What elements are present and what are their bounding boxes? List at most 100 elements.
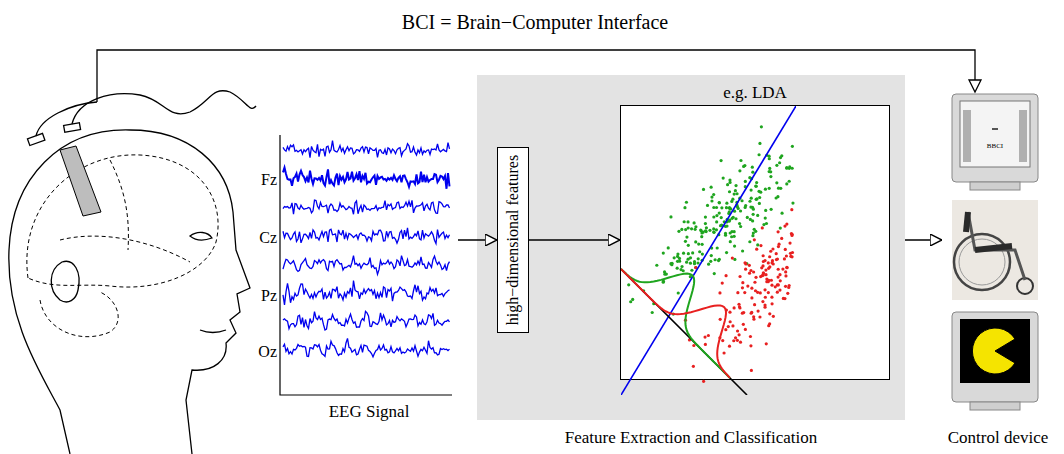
data-point [784, 285, 787, 288]
data-point [741, 286, 744, 289]
data-point [702, 380, 705, 383]
data-point [733, 235, 736, 238]
data-point [740, 199, 743, 202]
data-point [673, 256, 676, 259]
data-point [750, 197, 753, 200]
data-point [753, 238, 756, 241]
data-point [770, 261, 773, 264]
data-point [765, 280, 768, 283]
data-point [733, 192, 736, 195]
data-point [777, 245, 780, 248]
data-point [685, 261, 688, 264]
data-point [692, 344, 695, 347]
data-point [749, 218, 752, 221]
data-point [728, 190, 731, 193]
data-point [687, 252, 690, 255]
data-point [725, 206, 728, 209]
data-point [749, 188, 752, 191]
wheelchair-photo [952, 200, 1038, 300]
data-point [772, 315, 775, 318]
data-point [785, 166, 788, 169]
data-point [721, 339, 724, 342]
data-point [697, 242, 700, 245]
data-point [676, 267, 679, 270]
data-point [665, 272, 668, 275]
data-point [744, 204, 747, 207]
data-point [699, 229, 702, 232]
eeg-trace [283, 338, 450, 357]
data-point [788, 241, 791, 244]
data-point [651, 311, 654, 314]
data-point [686, 220, 689, 223]
data-point [749, 344, 752, 347]
data-point [677, 291, 680, 294]
caption: Feature Extraction and Classification [565, 428, 818, 448]
data-point [770, 302, 773, 305]
data-point [726, 183, 729, 186]
data-point [784, 248, 787, 251]
data-point [752, 318, 755, 321]
data-point [744, 268, 747, 271]
data-point [777, 283, 780, 286]
data-point [712, 215, 715, 218]
eeg-axes [280, 135, 452, 395]
data-point [718, 211, 721, 214]
data-point [728, 207, 731, 210]
data-point [755, 248, 758, 251]
data-point [748, 240, 751, 243]
data-point [749, 335, 752, 338]
data-point [719, 318, 722, 321]
data-point [694, 228, 697, 231]
data-point [734, 217, 737, 220]
data-point [714, 258, 717, 261]
data-point [769, 175, 772, 178]
data-point [787, 286, 790, 289]
data-point [713, 272, 716, 275]
data-point [707, 263, 710, 266]
data-point [736, 291, 739, 294]
data-point [719, 159, 722, 162]
data-point [762, 271, 765, 274]
data-point [689, 262, 692, 265]
data-point [690, 269, 693, 272]
data-point [725, 202, 728, 205]
motor-cortex [60, 146, 101, 216]
data-point [784, 274, 787, 277]
data-point [768, 187, 771, 190]
pacman-monitor [952, 312, 1038, 410]
data-point [775, 252, 778, 255]
feedback-arrowhead [969, 80, 981, 92]
data-point [754, 230, 757, 233]
data-point [758, 142, 761, 145]
data-point [770, 208, 773, 211]
data-point [631, 298, 634, 301]
data-point [770, 284, 773, 287]
data-point [749, 205, 752, 208]
data-point [785, 182, 788, 185]
data-point [735, 192, 738, 195]
data-point [677, 230, 680, 233]
eeg-trace [283, 311, 450, 330]
data-point [703, 335, 706, 338]
data-point [705, 226, 708, 229]
data-point [754, 289, 757, 292]
data-point [789, 255, 792, 258]
data-point [710, 186, 713, 189]
data-point [756, 243, 759, 246]
data-point [736, 329, 739, 332]
data-point [738, 222, 741, 225]
data-point [755, 198, 758, 201]
panel-ground [477, 75, 905, 420]
channel-name: Oz [258, 343, 277, 361]
data-point [752, 208, 755, 211]
data-point [759, 244, 762, 247]
data-point [738, 169, 741, 172]
data-point [762, 260, 765, 263]
eeg-trace [283, 141, 450, 158]
data-point [791, 251, 794, 254]
data-point [778, 161, 781, 164]
data-point [762, 223, 765, 226]
data-point [721, 281, 724, 284]
